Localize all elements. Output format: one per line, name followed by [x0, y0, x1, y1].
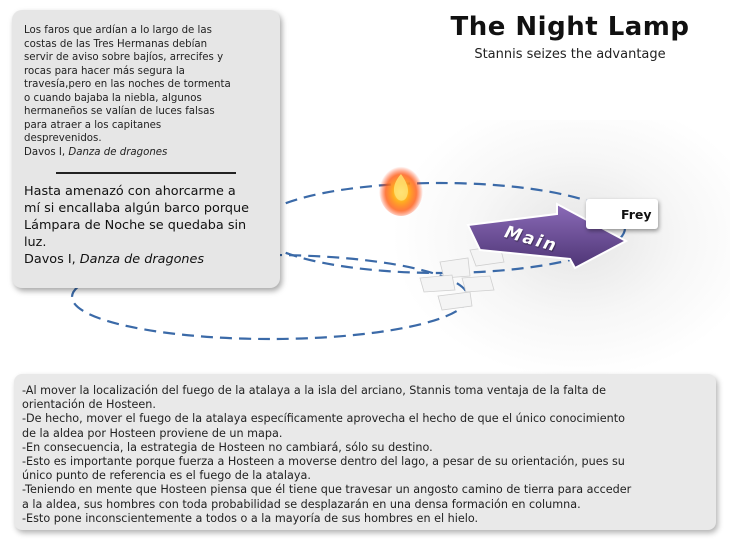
citation-title: Danza de dragones: [68, 146, 168, 158]
quote-citation: Davos I, Danza de dragones: [24, 251, 276, 268]
notes-box: [14, 374, 716, 530]
page-subtitle: Stannis seizes the advantage: [474, 47, 666, 62]
note-line: orientación de Hosteen.: [22, 398, 156, 412]
note-line: -Teniendo en mente que Hosteen piensa qu…: [22, 483, 632, 497]
note-line: -Al mover la localización del fuego de l…: [22, 384, 606, 397]
quote-line: Los faros que ardían a lo largo de las: [24, 25, 212, 36]
spanish-quote: Los faros que ardían a lo largo de las c…: [24, 24, 274, 159]
citation-author: Davos I,: [24, 252, 80, 267]
note-line: -De hecho, mover el fuego de la atalaya …: [22, 412, 625, 426]
ice-floes: [419, 245, 505, 311]
page-title: The Night Lamp: [450, 12, 690, 42]
quote-card: [12, 10, 280, 288]
note-line: -Esto pone inconscientemente a todos o a…: [22, 511, 479, 525]
quote-line: para atraer a los capitanes: [24, 119, 162, 131]
quote-line: travesía,pero en las noches de tormenta: [24, 79, 231, 90]
quote-line: Lámpara de Noche se quedaba sin: [24, 218, 247, 233]
quote-line: mí si encallaba algún barco porque: [24, 201, 250, 216]
notes-text: -Al mover la localización del fuego de l…: [22, 384, 712, 526]
note-line: de la aldea por Hosteen proviene de un m…: [22, 426, 283, 440]
note-line: a la aldea, sus hombres con toda probabi…: [22, 497, 581, 511]
note-line: -Esto es importante porque fuerza a Host…: [22, 455, 625, 469]
quote-line: costas de las Tres Hermanas debían: [24, 38, 208, 50]
quote-line: desprevenidos.: [24, 133, 102, 144]
citation-author: Davos I,: [24, 146, 69, 158]
quote-line: o cuando bajaba la niebla, algunos: [24, 92, 202, 104]
note-line: único punto de referencia es el fuego de…: [22, 469, 311, 483]
quote-line: luz.: [24, 235, 47, 250]
quote-line: Hasta amenazó con ahorcarme a: [24, 184, 236, 199]
quote-line: hermaneños se valían de luces falsas: [24, 106, 215, 117]
quote-divider: [56, 172, 236, 174]
frey-badge: [586, 199, 658, 229]
quote-line: rocas para hacer más segura la: [24, 65, 185, 77]
quote-citation: Davos I, Danza de dragones: [24, 146, 274, 160]
quote-line: servir de aviso sobre bajíos, arrecifes …: [24, 52, 224, 63]
fire-icon: [379, 164, 423, 216]
frey-label: Frey: [621, 207, 652, 222]
citation-title: Danza de dragones: [79, 252, 205, 267]
note-line: -En consecuencia, la estrategia de Hoste…: [22, 440, 433, 454]
main-quote: Hasta amenazó con ahorcarme a mí si enca…: [24, 183, 276, 268]
